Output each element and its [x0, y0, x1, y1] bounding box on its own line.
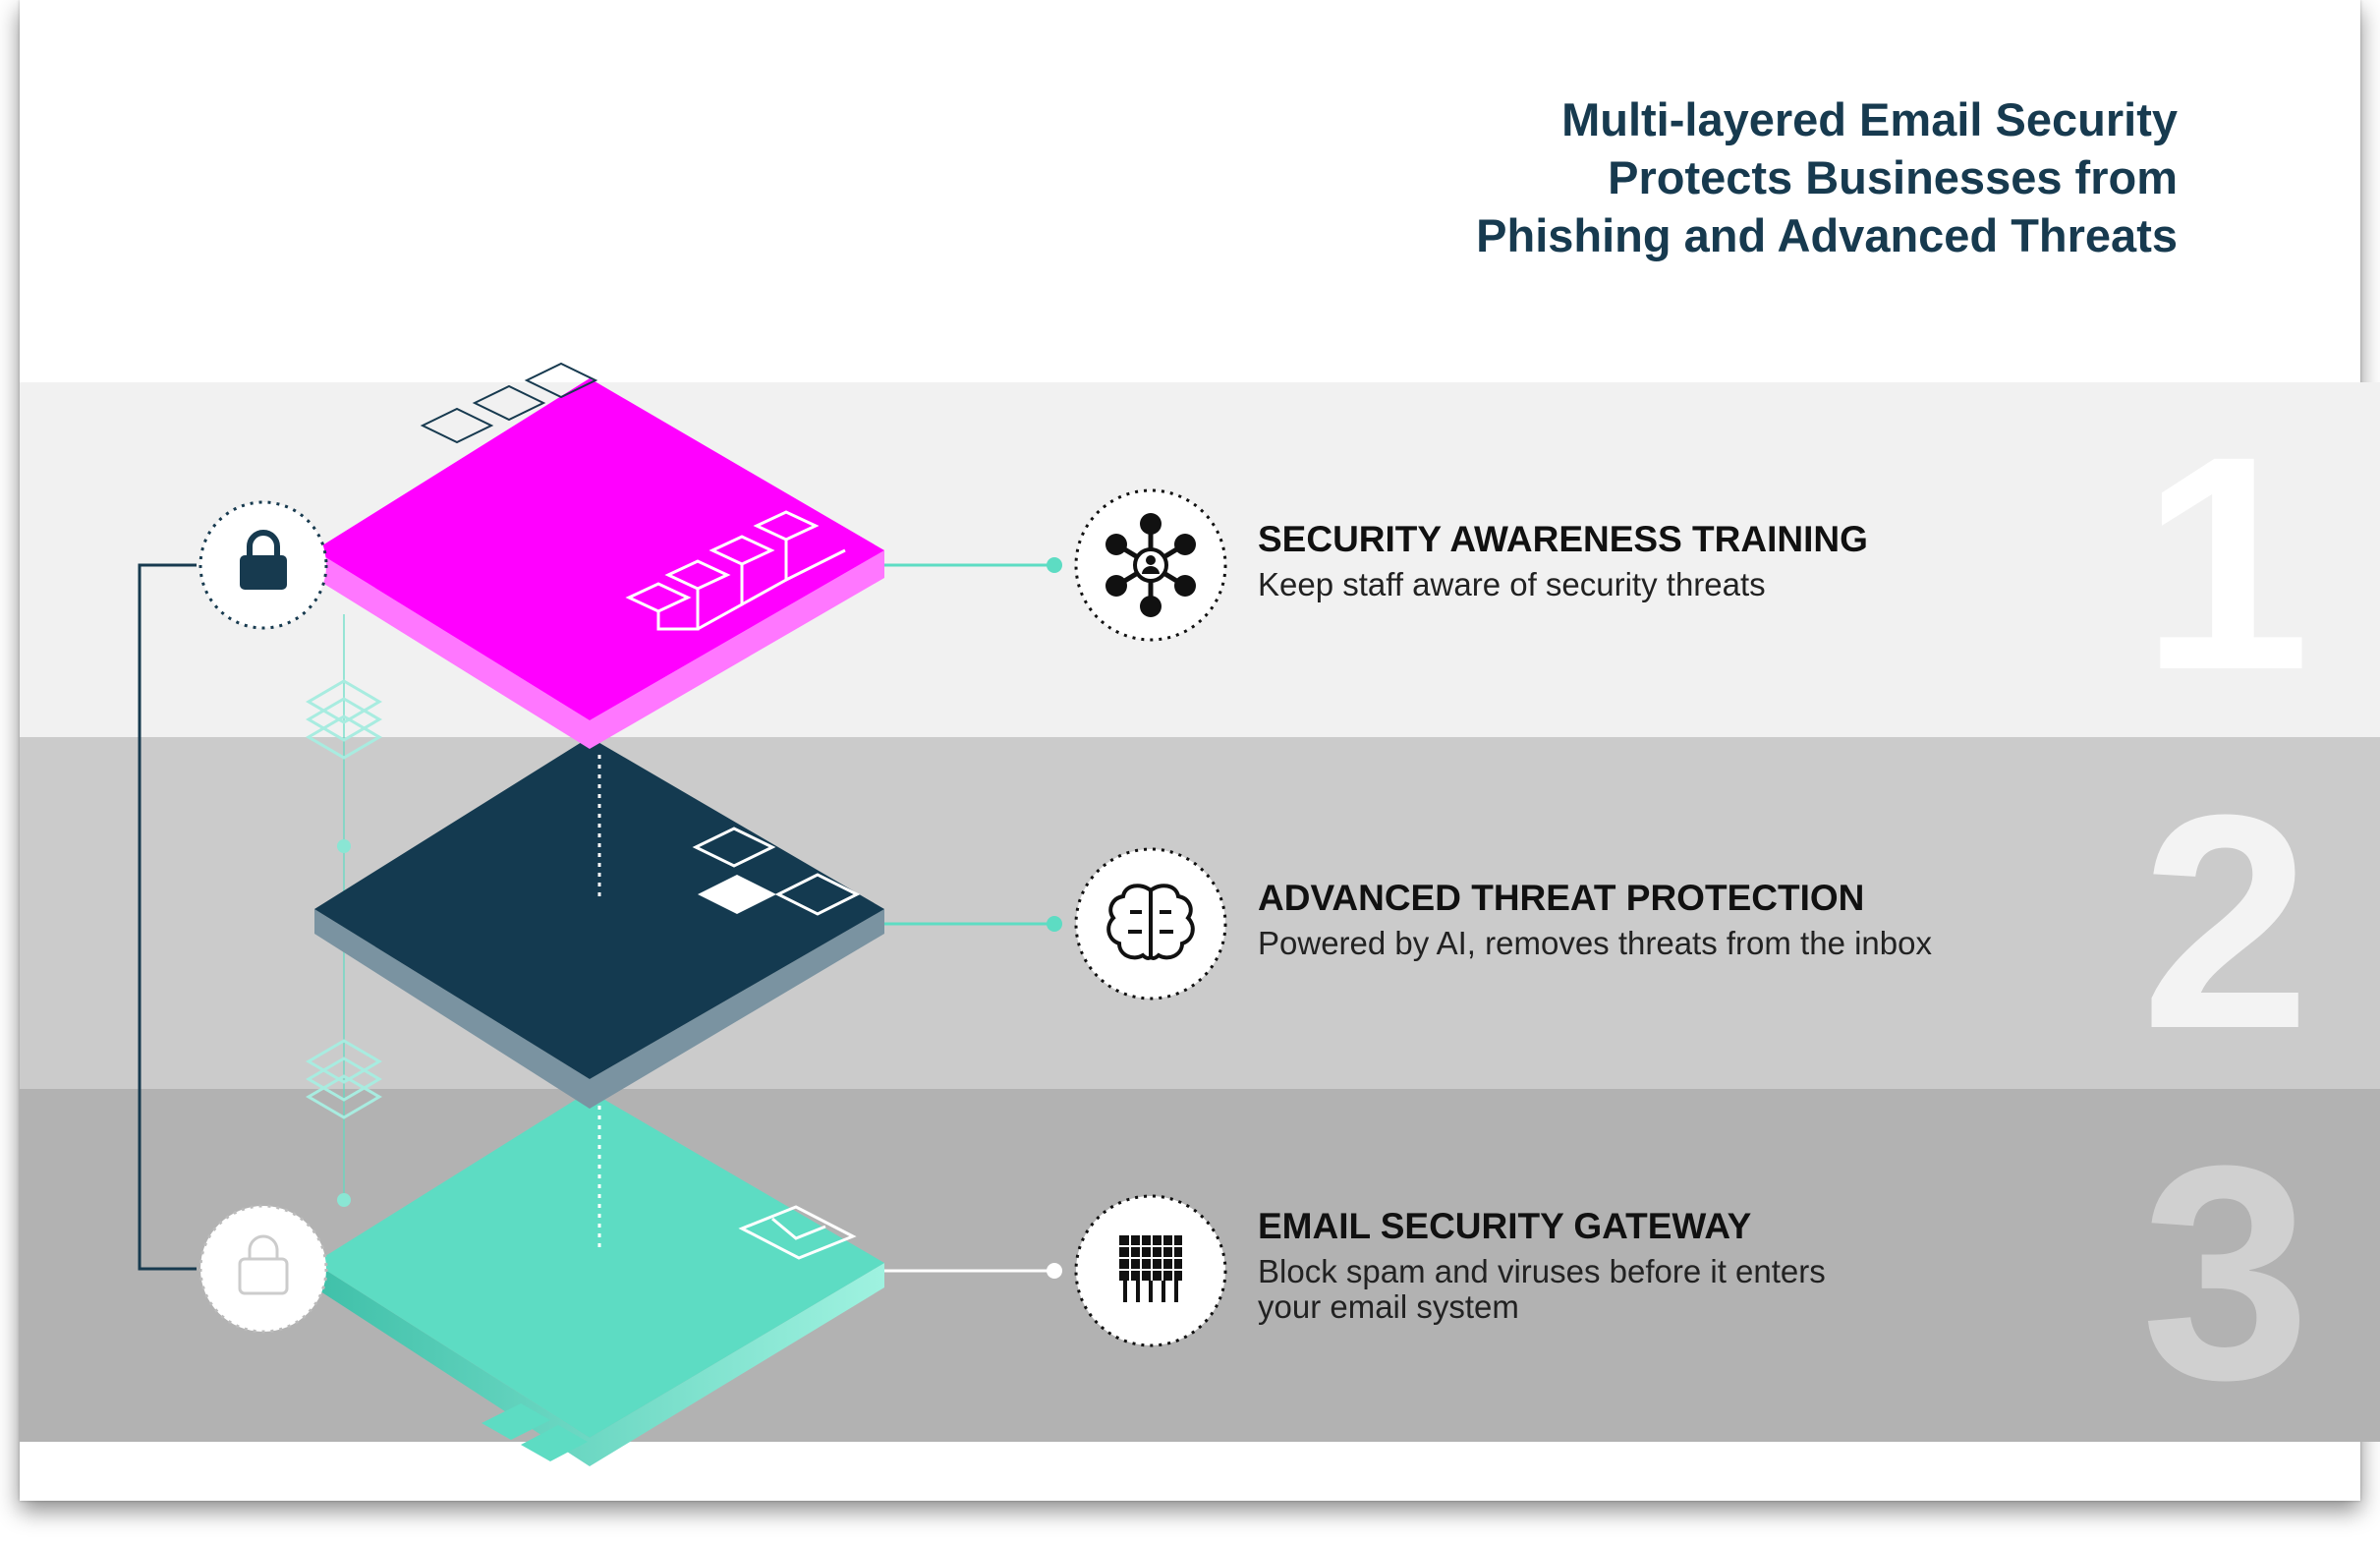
tile [692, 827, 776, 868]
lock-circle-3 [198, 1204, 328, 1334]
layer-description-3-line-1: Block spam and viruses before it enters [1258, 1253, 1826, 1289]
connector-dot [337, 1193, 351, 1207]
layer-number-3: 3 [2140, 1102, 2311, 1443]
outline-tiles-icon [420, 362, 598, 444]
flowchart-icon [625, 510, 846, 631]
lock-icon [240, 530, 287, 590]
lock-connector-line [138, 563, 197, 1271]
network-person-icon [1105, 513, 1196, 617]
infographic-card: Multi-layered Email Security Protects Bu… [20, 0, 2380, 1501]
title-line-3: Phishing and Advanced Threats [1476, 209, 2178, 261]
platform-layer-2 [314, 737, 884, 1109]
title-line-1: Multi-layered Email Security [1561, 93, 2178, 145]
title-line-2: Protects Businesses from [1608, 151, 2178, 203]
connector-dot-2 [1047, 916, 1062, 932]
layer-number-1: 1 [2140, 392, 2311, 733]
small-layers-icon [306, 679, 382, 760]
layer-description-3-line-2: your email system [1258, 1288, 1519, 1325]
layer-description-1: Keep staff aware of security threats [1258, 566, 1766, 602]
layer-text-1: SECURITY AWARENESS TRAINING Keep staff a… [1258, 518, 2064, 602]
tile [774, 873, 861, 916]
connector-dot-1 [1047, 557, 1062, 573]
layered-stack-diagram [138, 362, 1227, 1466]
layer-description-2: Powered by AI, removes threats from the … [1258, 925, 1932, 961]
tile [521, 1425, 588, 1461]
layer-text-3: EMAIL SECURITY GATEWAY Block spam and vi… [1258, 1205, 2064, 1325]
small-layers-icon [306, 1039, 382, 1119]
layer-number-2: 2 [2140, 751, 2311, 1092]
tile [698, 875, 776, 914]
lock-outline-icon [238, 1234, 289, 1295]
platform-layer-3 [314, 1091, 884, 1466]
layer-heading-2: ADVANCED THREAT PROTECTION [1258, 878, 1865, 918]
connector-dot-3 [1047, 1263, 1062, 1279]
layer-heading-1: SECURITY AWARENESS TRAINING [1258, 519, 1868, 559]
tile [482, 1403, 550, 1440]
connector-dot [337, 839, 351, 853]
layer-heading-3: EMAIL SECURITY GATEWAY [1258, 1206, 1752, 1246]
firewall-icon [1119, 1235, 1182, 1302]
page-title: Multi-layered Email Security Protects Bu… [1195, 90, 2178, 264]
layer-text-2: ADVANCED THREAT PROTECTION Powered by AI… [1258, 877, 2064, 961]
platform-layer-1 [314, 362, 884, 749]
envelope-icon [738, 1205, 857, 1260]
brain-icon [1106, 884, 1195, 960]
